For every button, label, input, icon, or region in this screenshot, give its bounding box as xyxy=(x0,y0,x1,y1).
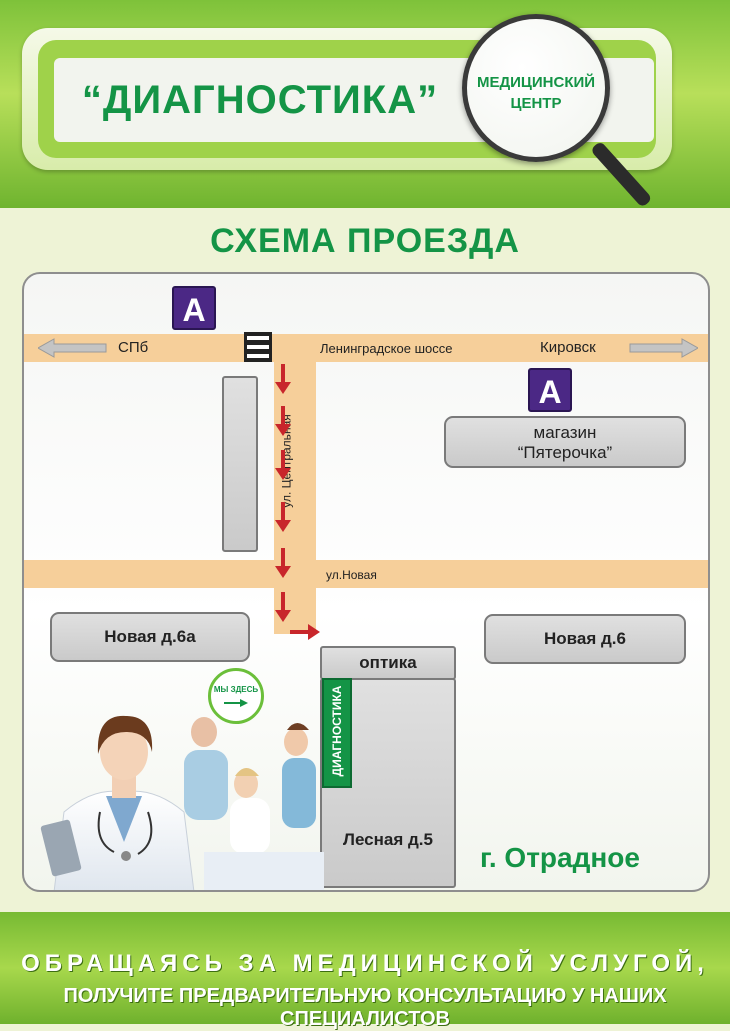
optics-store: оптика xyxy=(320,646,456,680)
shop-label-line2: “Пятерочка” xyxy=(517,443,613,462)
direction-spb: СПб xyxy=(118,339,149,356)
arrow-right-icon xyxy=(224,699,248,707)
we-are-here-badge: МЫ ЗДЕСЬ xyxy=(208,668,264,724)
magnifier-icon xyxy=(462,14,610,162)
crosswalk-icon xyxy=(244,332,272,362)
label-leningradskoe: Ленинградское шоссе xyxy=(320,341,453,356)
medical-staff-image xyxy=(40,715,324,890)
shop-label-line1: магазин xyxy=(533,423,597,442)
optics-label: оптика xyxy=(359,653,417,672)
bus-stop-letter: A xyxy=(538,374,562,410)
logo-subtitle: МЕДИЦИНСКИЙ ЦЕНТР xyxy=(468,72,604,114)
building-unnamed xyxy=(222,376,258,552)
route-path xyxy=(275,364,320,640)
footer-slogan-line1: ОБРАЩАЯСЬ ЗА МЕДИЦИНСКОЙ УСЛУГОЙ, xyxy=(21,950,709,977)
city-label: г. Отрадное xyxy=(480,842,640,873)
bus-stop-icon: A xyxy=(172,286,216,330)
label-novaya-street: ул.Новая xyxy=(326,568,377,582)
route-map: СПб Кировск Ленинградское шоссе ул.Новая… xyxy=(22,272,710,892)
bus-stop-letter: A xyxy=(182,292,206,328)
lesnaya-label: Лесная д.5 xyxy=(343,830,433,849)
we-are-here-label: МЫ ЗДЕСЬ xyxy=(213,685,259,694)
footer-banner xyxy=(0,912,730,1024)
house-novaya-6: Новая д.6 xyxy=(484,614,686,664)
arrow-left-icon xyxy=(38,338,107,358)
footer-slogan-line2: ПОЛУЧИТЕ ПРЕДВАРИТЕЛЬНУЮ КОНСУЛЬТАЦИЮ У … xyxy=(63,985,667,1030)
direction-kirovsk: Кировск xyxy=(540,339,596,356)
house-6-label: Новая д.6 xyxy=(544,629,626,648)
house-6a-label: Новая д.6а xyxy=(104,627,196,646)
logo-title: “ДИАГНОСТИКА” xyxy=(81,78,439,122)
road-novaya xyxy=(24,560,708,588)
scheme-title: СХЕМА ПРОЕЗДА xyxy=(210,222,520,260)
bus-stop-icon: A xyxy=(528,368,572,412)
house-novaya-6a: Новая д.6а xyxy=(50,612,250,662)
logo-subtitle-line2: ЦЕНТР xyxy=(510,95,562,112)
diagnostics-sign: ДИАГНОСТИКА xyxy=(322,678,352,788)
arrow-right-icon xyxy=(629,338,698,358)
shop-pyaterochka: магазин “Пятерочка” xyxy=(444,416,686,468)
logo-subtitle-line1: МЕДИЦИНСКИЙ xyxy=(476,74,596,91)
road-leningradskoe xyxy=(24,334,708,362)
